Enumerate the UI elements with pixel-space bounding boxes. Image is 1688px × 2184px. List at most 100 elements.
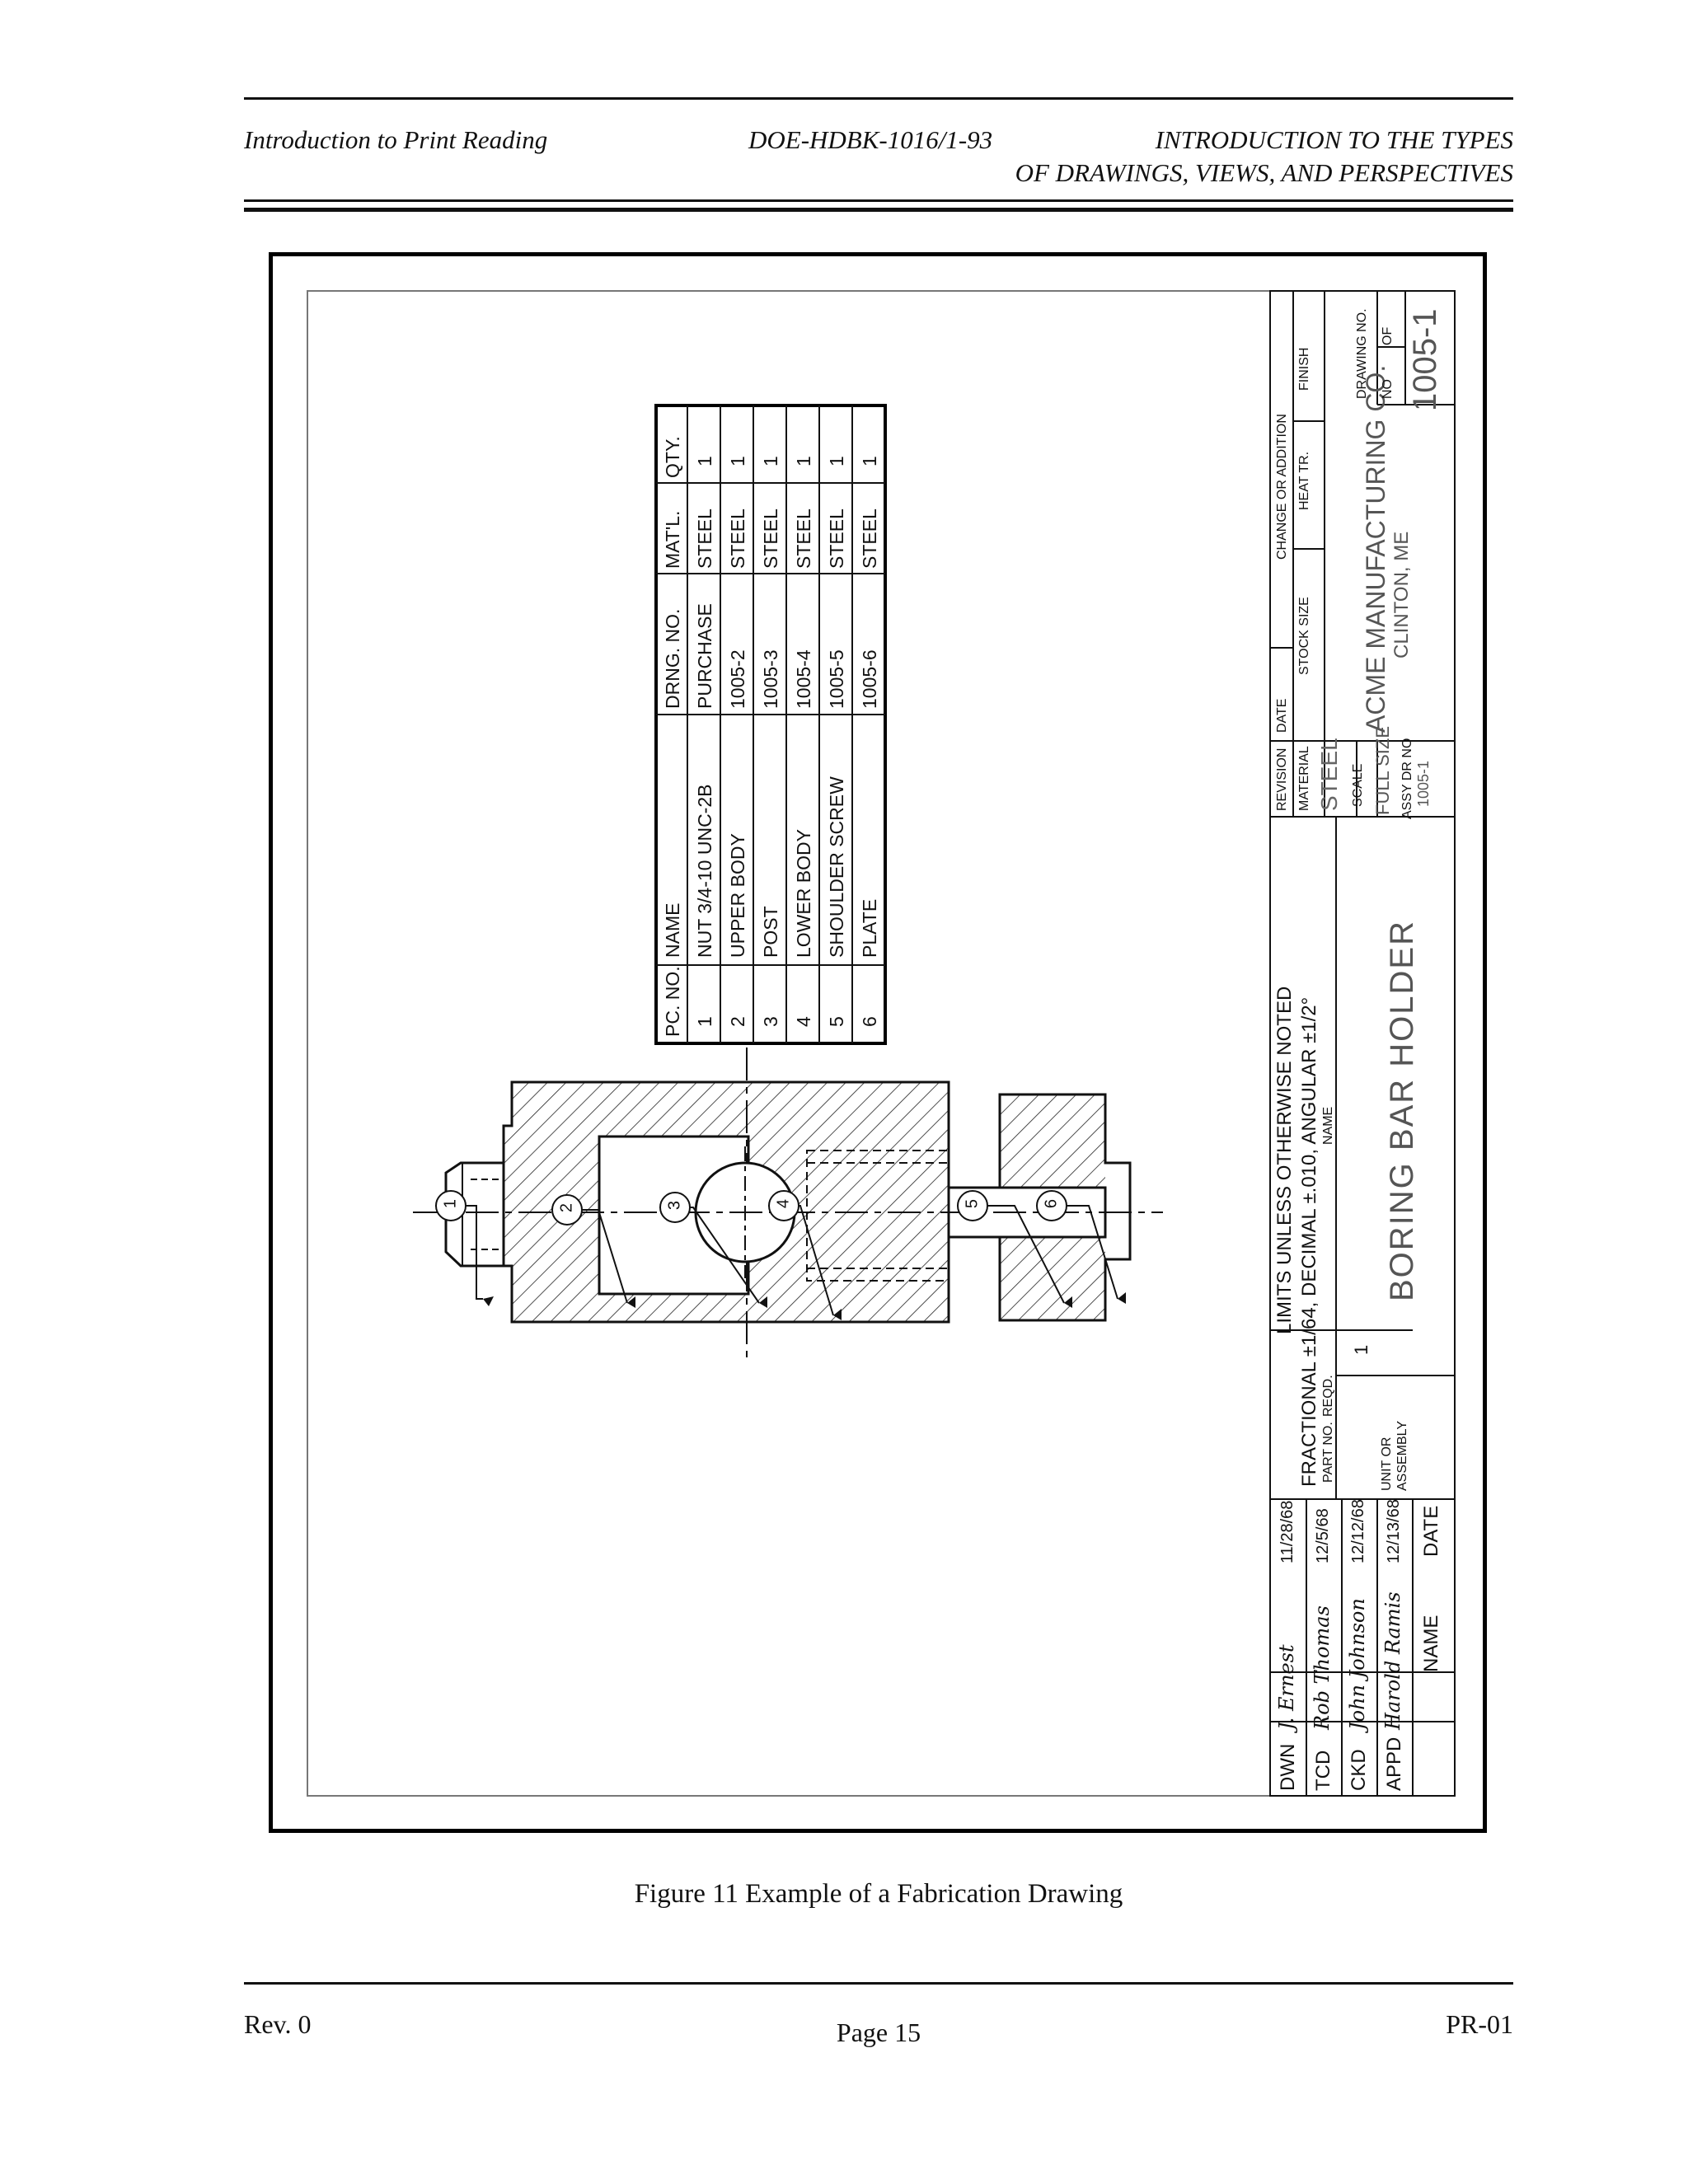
parts-cell: 5	[826, 1016, 847, 1027]
drawing-title: BORING BAR HOLDER	[1384, 920, 1420, 1301]
footer-rule	[244, 1982, 1513, 1985]
header-doc-number: DOE-HDBK-1016/1-93	[748, 125, 993, 154]
parts-cell: 6	[859, 1016, 880, 1027]
sign-role-ckd: CKD	[1348, 1749, 1370, 1791]
name-col-label: NAME	[1321, 1106, 1335, 1145]
parts-cell: STEEL	[826, 509, 847, 569]
limits-line-1: LIMITS UNLESS OTHERWISE NOTED	[1273, 986, 1296, 1334]
parts-header-name: NAME	[662, 902, 683, 958]
assy-dr-no-value: 1005-1	[1415, 760, 1432, 807]
part-no-label: PART NO.	[1321, 1422, 1335, 1483]
unit-label-1: UNIT OR	[1380, 1436, 1394, 1491]
parts-cell: NUT 3/4-10 UNC-2B	[694, 784, 715, 958]
parts-cell: PLATE	[859, 898, 880, 958]
company-name: ACME MANUFACTURING CO.	[1361, 364, 1390, 733]
sign-name-ckd: John Johnson	[1346, 1598, 1369, 1730]
header-section-line-2: OF DRAWINGS, VIEWS, AND PERSPECTIVES	[1015, 158, 1513, 187]
finish-label: FINISH	[1297, 347, 1311, 391]
parts-cell: POST	[760, 906, 781, 958]
sign-role-tcd: TCD	[1312, 1750, 1334, 1791]
parts-cell: 1	[760, 456, 781, 466]
header-top-rule	[244, 97, 1513, 100]
parts-header-qty: QTY.	[662, 436, 683, 478]
parts-cell: 1	[694, 1016, 715, 1027]
date-column-label: DATE	[1420, 1505, 1442, 1557]
parts-cell: 1	[859, 456, 880, 466]
parts-cell: 1005-6	[859, 649, 880, 709]
footer-doc-id: PR-01	[1446, 2009, 1513, 2039]
parts-cell: 1	[826, 456, 847, 466]
sign-role-appd: APPD	[1383, 1736, 1405, 1791]
reqd-label: REQD.	[1321, 1375, 1335, 1417]
unit-label-2: ASSEMBLY	[1395, 1420, 1409, 1491]
parts-header-row: PC. NO. NAME DRNG. NO. MAT'L. QTY.	[656, 405, 687, 1043]
balloon-2: 2	[557, 1202, 576, 1213]
header-bottom-rule-1	[244, 199, 1513, 202]
fabrication-drawing	[307, 290, 1456, 1797]
drawing-no-label: DRAWING NO.	[1355, 308, 1369, 399]
parts-cell: 4	[793, 1016, 814, 1027]
item-balloons	[435, 1190, 1126, 1320]
stock-size-label: STOCK SIZE	[1297, 597, 1311, 675]
sign-date-appd: 12/13/68	[1385, 1499, 1403, 1563]
parts-cell: 1	[694, 456, 715, 466]
parts-cell: LOWER BODY	[793, 829, 814, 958]
footer-revision: Rev. 0	[244, 2009, 312, 2039]
header-left-title: Introduction to Print Reading	[244, 125, 548, 154]
scale-label: SCALE	[1351, 763, 1365, 807]
name-column-label: NAME	[1420, 1615, 1442, 1672]
sign-name-dwn: J. Ernest	[1275, 1644, 1298, 1730]
parts-cell: 1005-4	[793, 649, 814, 709]
parts-cell: 2	[727, 1016, 748, 1027]
balloon-5: 5	[963, 1198, 982, 1209]
footer-page-number: Page 15	[836, 2018, 921, 2047]
sheet-no-label: NO	[1381, 379, 1395, 399]
sign-name-appd: Harold Ramis	[1381, 1591, 1404, 1730]
change-addition-label: CHANGE OR ADDITION	[1275, 414, 1289, 560]
heat-tr-label: HEAT TR.	[1297, 451, 1311, 510]
limits-line-2: FRACTIONAL ±1/64, DECIMAL ±.010, ANGULAR…	[1298, 996, 1320, 1487]
parts-cell: SHOULDER SCREW	[826, 776, 847, 958]
assy-dr-no-label: ASSY DR NO	[1400, 738, 1414, 819]
parts-cell: PURCHASE	[694, 603, 715, 709]
parts-cell: STEEL	[760, 509, 781, 569]
title-block-text: DWN J. Ernest 11/28/68 TCD Rob Thomas 12…	[1270, 291, 1455, 1796]
sign-role-dwn: DWN	[1277, 1743, 1299, 1791]
balloon-4: 4	[774, 1198, 793, 1209]
material-label: MATERIAL	[1297, 746, 1311, 811]
header-section-title: INTRODUCTION TO THE TYPES OF DRAWINGS, V…	[1015, 124, 1513, 190]
sign-date-ckd: 12/12/68	[1349, 1499, 1367, 1563]
parts-cell: STEEL	[727, 509, 748, 569]
page-header: Introduction to Print Reading DOE-HDBK-1…	[244, 124, 1513, 206]
parts-cell: 1005-2	[727, 649, 748, 709]
revision-date-label: DATE	[1275, 698, 1289, 733]
drawing-number: 1005-1	[1407, 308, 1443, 411]
parts-header-drng-no: DRNG. NO.	[662, 608, 683, 709]
sign-date-tcd: 12/5/68	[1314, 1508, 1332, 1563]
header-section-line-1: INTRODUCTION TO THE TYPES	[1155, 125, 1513, 154]
parts-cell: 1	[793, 456, 814, 466]
parts-cell: 1005-3	[760, 649, 781, 709]
sign-date-dwn: 11/28/68	[1278, 1500, 1296, 1563]
sign-name-tcd: Rob Thomas	[1311, 1605, 1334, 1730]
parts-cell: 3	[760, 1016, 781, 1027]
balloon-6: 6	[1042, 1198, 1061, 1209]
scale-value: FULL SIZE	[1372, 726, 1393, 815]
parts-cell: STEEL	[859, 509, 880, 569]
parts-cell: 1005-5	[826, 649, 847, 709]
title-block	[1269, 290, 1456, 1797]
balloon-3: 3	[665, 1200, 684, 1211]
parts-cell: UPPER BODY	[727, 833, 748, 958]
header-bottom-rule-2	[244, 208, 1513, 212]
figure-caption: Figure 11 Example of a Fabrication Drawi…	[634, 1879, 1123, 1909]
parts-cell: STEEL	[694, 509, 715, 569]
balloon-1: 1	[441, 1198, 460, 1209]
parts-header-matl: MAT'L.	[662, 510, 683, 569]
material-value: STEEL	[1316, 738, 1342, 811]
sheet-of-label: OF	[1381, 326, 1395, 345]
parts-header-pc-no: PC. NO.	[662, 966, 683, 1037]
company-location: CLINTON, ME	[1390, 531, 1413, 658]
